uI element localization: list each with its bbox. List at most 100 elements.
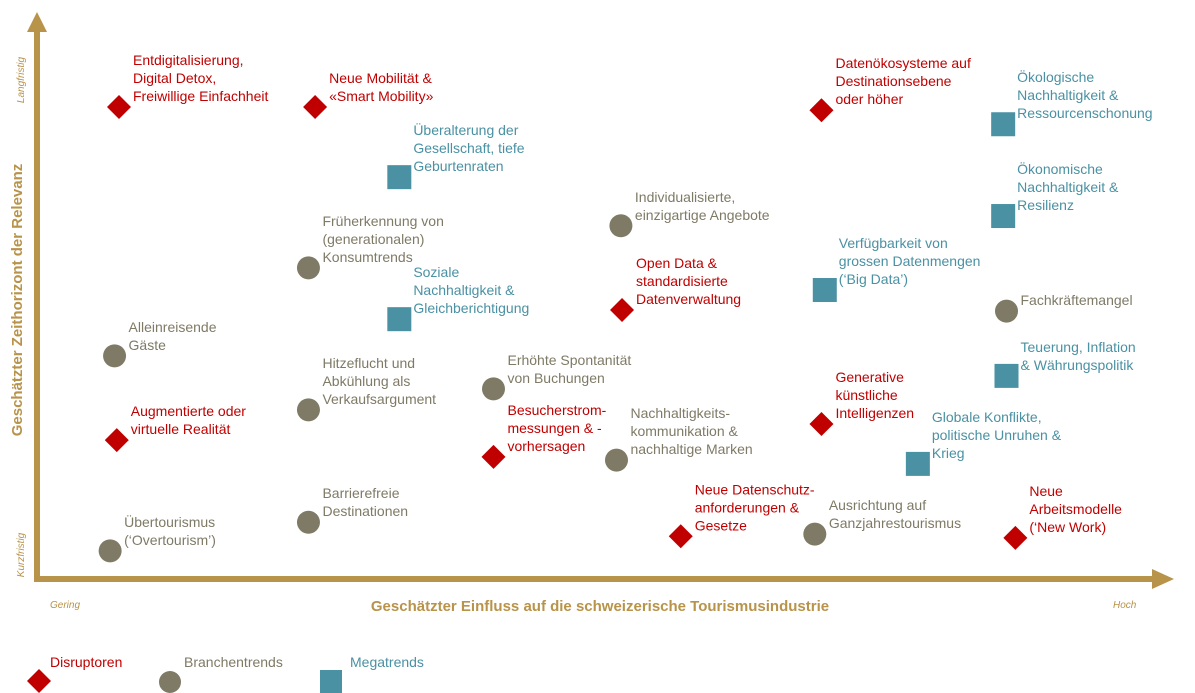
- point-label-line: von Buchungen: [507, 370, 604, 386]
- legend-square-marker: [320, 670, 342, 693]
- square-marker: [387, 165, 412, 190]
- diamond-marker: [809, 411, 834, 436]
- point-label-line: Besucherstrom-: [507, 402, 606, 418]
- circle-marker: [995, 299, 1018, 323]
- point-label-line: oder höher: [835, 91, 903, 107]
- legend-label-mega: Megatrends: [350, 654, 424, 670]
- circle-marker: [803, 522, 827, 546]
- point-label-line: Neue Mobilität &: [329, 70, 432, 86]
- circle-marker: [296, 510, 320, 534]
- point-label-line: Soziale: [413, 264, 459, 280]
- point-label: Neue Mobilität &«Smart Mobility»: [329, 70, 433, 104]
- x-axis-arrowhead: [1152, 569, 1174, 589]
- legend-item-branch: Branchentrends: [159, 654, 283, 693]
- point-label-line: grossen Datenmengen: [839, 253, 981, 269]
- square-marker: [905, 451, 930, 476]
- trend-point-mega: Teuerung, Inflation& Währungspolitik: [994, 339, 1136, 388]
- point-label-line: Nachhaltigkeits-: [630, 405, 730, 421]
- square-marker: [991, 204, 1016, 229]
- trend-point-disruptor: Neue Datenschutz-anforderungen &Gesetze: [668, 481, 815, 549]
- circle-marker: [296, 256, 320, 280]
- point-label: Entdigitalisierung,Digital Detox,Freiwil…: [133, 52, 269, 104]
- diamond-marker: [106, 94, 131, 119]
- diamond-marker: [668, 524, 693, 549]
- point-label-line: Destinationen: [322, 503, 408, 519]
- point-label-line: Gesetze: [695, 517, 747, 533]
- point-label-line: Destinationsebene: [835, 73, 951, 89]
- trend-point-branch: Früherkennung von(generationalen)Konsumt…: [296, 213, 444, 280]
- point-label: Augmentierte oder virtuelle Realität: [131, 403, 247, 437]
- trend-point-disruptor: Neue Mobilität &«Smart Mobility»: [303, 70, 434, 119]
- diamond-marker: [1003, 525, 1028, 550]
- trend-point-mega: Globale Konflikte,politische Unruhen &Kr…: [905, 409, 1062, 476]
- point-label-line: Gesellschaft, tiefe: [413, 140, 524, 156]
- trend-point-disruptor: Entdigitalisierung,Digital Detox,Freiwil…: [106, 52, 269, 119]
- circle-marker: [98, 539, 122, 563]
- legend-item-mega: Megatrends: [320, 654, 424, 693]
- legend-label-disruptor: Disruptoren: [50, 654, 122, 670]
- legend-diamond-marker: [27, 669, 51, 693]
- point-label: Globale Konflikte,politische Unruhen &Kr…: [932, 409, 1062, 461]
- diamond-marker: [481, 444, 506, 469]
- y-axis-low-label: Kurzfristig: [16, 532, 27, 577]
- point-label-line: Konsumtrends: [322, 249, 412, 265]
- square-marker: [387, 307, 412, 332]
- point-label-line: Krieg: [932, 445, 965, 461]
- point-label-line: Nachhaltigkeit &: [1017, 179, 1119, 195]
- point-label: Teuerung, Inflation& Währungspolitik: [1021, 339, 1136, 373]
- point-label-line: Individualisierte,: [635, 189, 735, 205]
- point-label-line: virtuelle Realität: [131, 421, 231, 437]
- point-label-line: Ökonomische: [1017, 160, 1103, 177]
- point-label: Früherkennung von(generationalen)Konsumt…: [322, 213, 443, 265]
- x-axis-low-label: Gering: [50, 600, 80, 611]
- point-label-line: standardisierte: [636, 273, 728, 289]
- point-label-line: Hitzeflucht und: [322, 355, 415, 371]
- points-layer: Entdigitalisierung,Digital Detox,Freiwil…: [98, 52, 1153, 563]
- point-label-line: Verkaufsargument: [322, 391, 436, 407]
- point-label-line: messungen & -: [507, 420, 601, 436]
- point-label-line: Augmentierte oder: [131, 403, 247, 419]
- point-label-line: Digital Detox,: [133, 70, 216, 86]
- point-label-line: Nachhaltigkeit &: [1017, 87, 1119, 103]
- point-label-line: Früherkennung von: [322, 213, 443, 229]
- y-axis-arrowhead: [27, 12, 47, 32]
- point-label-line: Ganzjahrestourismus: [829, 515, 961, 531]
- square-marker: [994, 363, 1019, 388]
- point-label-line: Generative: [835, 369, 904, 385]
- trend-point-branch: Individualisierte,einzigartige Angebote: [609, 189, 770, 238]
- point-label-line: Überalterung der: [413, 121, 518, 138]
- circle-marker: [103, 344, 127, 368]
- point-label-line: künstliche: [835, 387, 897, 403]
- point-label-line: Ökologische: [1017, 68, 1094, 85]
- point-label: Erhöhte Spontanität von Buchungen: [507, 352, 631, 386]
- point-label-line: (‘Big Data’): [839, 271, 908, 287]
- point-label-line: kommunikation &: [630, 423, 738, 439]
- point-label: Besucherstrom-messungen & -vorhersagen: [507, 402, 606, 454]
- point-label-line: (‘Overtourism’): [124, 532, 216, 548]
- point-label: Übertourismus(‘Overtourism’): [124, 513, 216, 548]
- point-label-line: Open Data &: [636, 255, 718, 271]
- point-label-line: Erhöhte Spontanität: [507, 352, 631, 368]
- circle-marker: [481, 377, 505, 401]
- point-label-line: Nachhaltigkeit &: [413, 282, 515, 298]
- legend-circle-marker: [159, 671, 181, 693]
- point-label-line: nachhaltige Marken: [630, 441, 752, 457]
